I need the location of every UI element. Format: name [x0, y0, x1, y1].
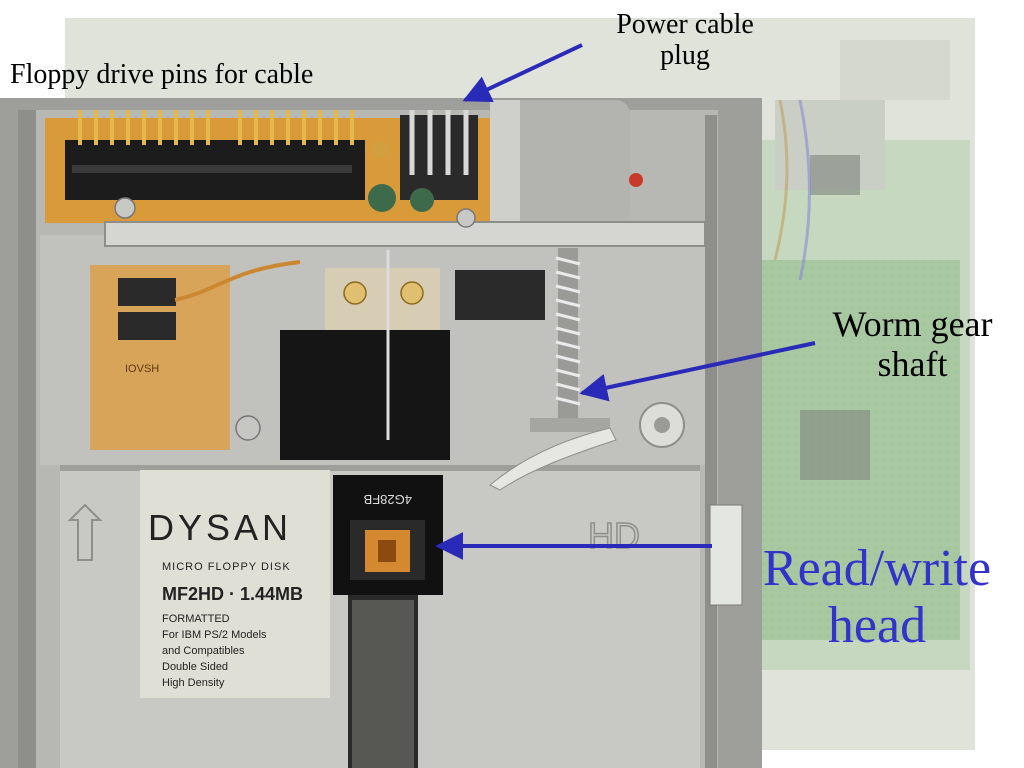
disk-product: MICRO FLOPPY DISK	[162, 561, 291, 573]
drive-photo: IOVSH	[0, 98, 762, 768]
disk-model: MF2HD · 1.44MB	[162, 584, 303, 604]
disk-label	[140, 470, 330, 698]
disk-line-4: Double Sided	[162, 661, 228, 673]
label-head-line-1: Read/write	[762, 540, 992, 597]
label-power-line-2: plug	[660, 39, 710, 71]
disk-brand: DYSAN	[148, 507, 292, 548]
read-write-head: 4G28FB	[333, 475, 443, 595]
label-worm-line-2: shaft	[877, 343, 948, 384]
svg-text:IOVSH: IOVSH	[125, 363, 159, 375]
annotation-arrows	[435, 43, 816, 560]
stepper-motor	[490, 100, 643, 225]
disk-hd-mark: HD	[588, 515, 640, 556]
chip-code: 4G28FB	[364, 492, 412, 507]
arrow-worm-gear	[579, 341, 816, 402]
power-plug	[400, 110, 478, 200]
disk-line-3: and Compatibles	[162, 645, 245, 657]
label-worm-line-1: Worm gear	[832, 304, 993, 344]
disk-line-5: High Density	[162, 677, 225, 689]
floppy-disk: DYSAN MICRO FLOPPY DISK MF2HD · 1.44MB F…	[60, 402, 700, 768]
head-carriage	[280, 250, 545, 460]
cable-pins	[65, 110, 365, 200]
label-power-line-1: Power cable	[616, 9, 754, 40]
label-floppy-pins: Floppy drive pins for cable	[10, 59, 314, 90]
arrow-power-plug	[462, 43, 583, 102]
label-head-line-2: head	[827, 597, 927, 655]
disk-line-2: For IBM PS/2 Models	[162, 629, 267, 641]
disk-line-1: FORMATTED	[162, 613, 230, 625]
worm-gear-shaft	[530, 248, 610, 432]
